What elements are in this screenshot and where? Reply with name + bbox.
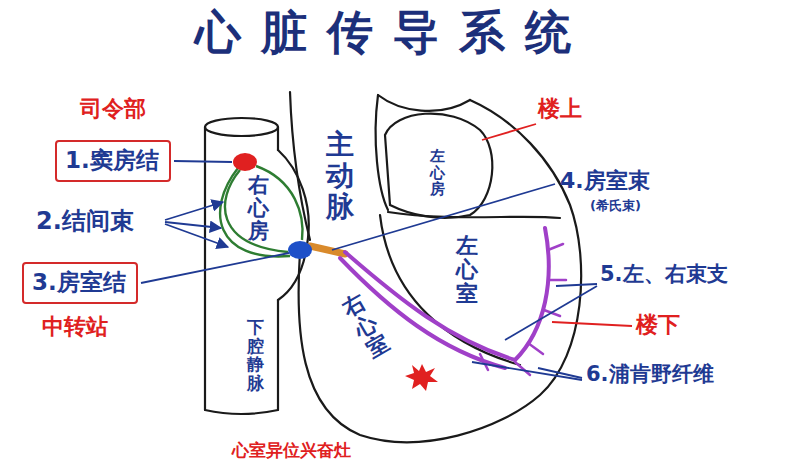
part-name: 主动脉	[326, 130, 354, 222]
diagram-title: 心脏传导系统	[0, 6, 786, 59]
purkinje-fiber	[550, 279, 566, 282]
leader-arrow	[165, 224, 228, 247]
leader-line	[552, 322, 632, 326]
callout-label: 心室异位兴奋灶	[232, 440, 351, 460]
left-ventricle-top	[388, 212, 560, 218]
vena-cava-wall	[204, 127, 206, 410]
right-atrium-outline	[278, 150, 309, 300]
atrioventricular-dot	[288, 241, 312, 259]
callout-label: 2.结间束	[36, 207, 134, 236]
septum	[380, 215, 520, 365]
node-text: 1.窦房结	[65, 147, 159, 175]
callout-label: 中转站	[42, 314, 108, 340]
internodal-tract	[220, 168, 290, 256]
leader-line	[556, 284, 597, 286]
callout-label: 司令部	[80, 96, 146, 122]
purkinje-fiber	[528, 343, 543, 354]
callout-label: 楼上	[538, 96, 582, 122]
leader-arrow	[165, 202, 223, 220]
purkinje-fiber	[548, 244, 563, 250]
part-name: 左心房	[430, 148, 445, 198]
boxed-label: 1.窦房结	[55, 140, 171, 182]
callout-label: 楼下	[636, 312, 680, 338]
callout-label: 6.浦肯野纤维	[586, 362, 714, 387]
ectopic-focus-star	[405, 364, 438, 391]
sinoatrial-dot	[233, 153, 257, 171]
heart-outline	[299, 100, 582, 442]
part-name: 右心房	[248, 174, 269, 243]
leader-line	[472, 362, 582, 380]
callout-label: (希氏束)	[590, 198, 641, 214]
node-text: 3.房室结	[32, 269, 126, 297]
left-atrium-outline	[385, 114, 492, 218]
callout-label: 5.左、右束支	[600, 262, 728, 287]
bundle-branch	[515, 228, 549, 360]
leader-line	[141, 253, 289, 283]
purkinje-fiber	[480, 354, 488, 370]
vena-cava-wall	[277, 127, 279, 150]
part-name: 左心室	[456, 234, 478, 307]
boxed-label: 3.房室结	[22, 262, 138, 304]
leader-line	[482, 124, 536, 140]
vena-cava-wall	[277, 300, 279, 410]
aorta-wall	[290, 92, 310, 240]
vena-cava-bottom	[205, 410, 278, 414]
aorta-arch	[378, 95, 470, 111]
internodal-tract	[225, 170, 288, 252]
vena-cava-top	[205, 118, 278, 136]
part-name: 下腔静脉	[247, 318, 264, 393]
leader-line	[505, 286, 597, 340]
leader-line	[174, 161, 232, 162]
callout-label: 4.房室束	[560, 168, 650, 194]
